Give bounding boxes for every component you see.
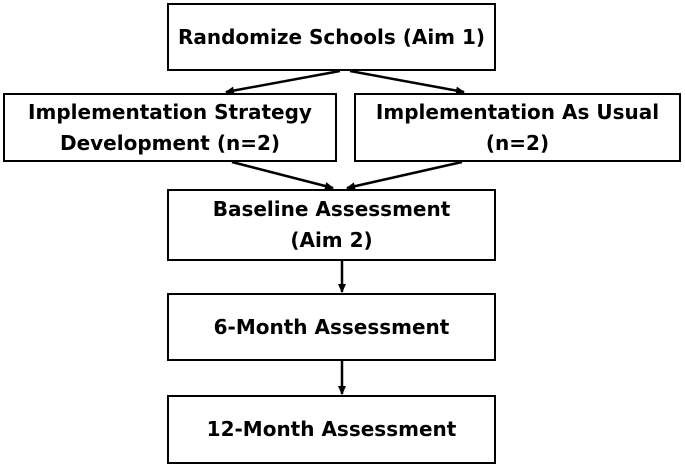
arrow-randomize-to-usual xyxy=(349,69,465,95)
baseline-assessment-label: Baseline Assessment xyxy=(212,197,451,221)
implementation-strategy-count: Development (n=2) xyxy=(59,130,281,155)
implementation-as-usual-label: Implementation As Usual xyxy=(375,99,660,124)
arrow-randomize-to-strategy xyxy=(225,69,341,95)
randomize-schools-label: Randomize Schools (Aim 1) xyxy=(177,24,486,49)
implementation-strategy-label: Implementation Strategy xyxy=(28,99,312,124)
six-month-assessment-box: 6-Month Assessment xyxy=(167,293,496,361)
six-month-assessment-label: 6-Month Assessment xyxy=(213,314,450,339)
arrow-strategy-to-baseline xyxy=(231,160,334,190)
arrow-usual-to-baseline xyxy=(346,160,463,191)
baseline-assessment-aim: (Aim 2) xyxy=(290,228,373,252)
twelve-month-assessment-box: 12-Month Assessment xyxy=(167,395,496,464)
baseline-assessment-box: Baseline Assessment (Aim 2) xyxy=(167,189,496,261)
implementation-as-usual-count: (n=2) xyxy=(485,130,550,155)
twelve-month-assessment-label: 12-Month Assessment xyxy=(206,417,457,441)
randomize-schools-box: Randomize Schools (Aim 1) xyxy=(167,3,496,71)
implementation-strategy-box: Implementation Strategy Development (n=2… xyxy=(3,93,337,162)
implementation-as-usual-box: Implementation As Usual (n=2) xyxy=(354,93,681,162)
